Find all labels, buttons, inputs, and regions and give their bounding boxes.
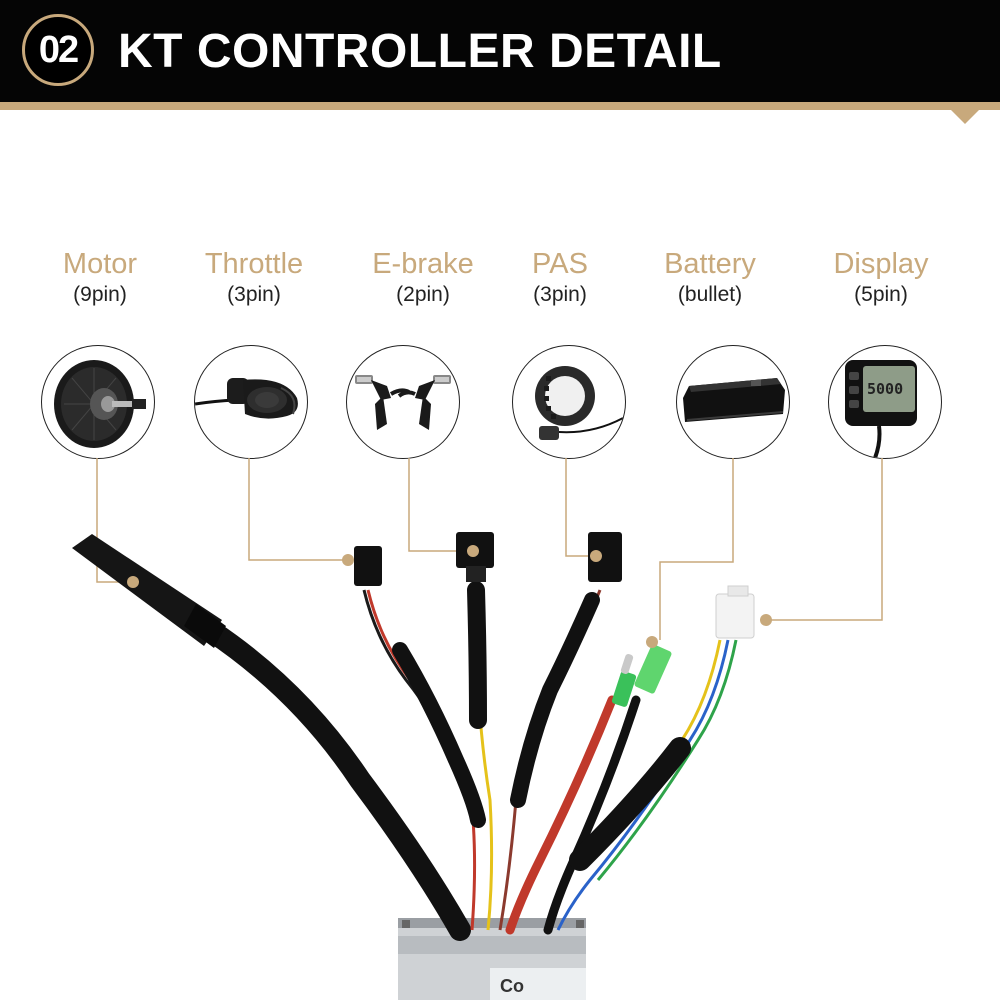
battery-pack-icon bbox=[676, 345, 790, 459]
controller-box: Co bbox=[398, 918, 586, 1000]
header-notch bbox=[951, 110, 979, 124]
connector-name-motor: Motor bbox=[62, 248, 138, 280]
svg-text:Co: Co bbox=[500, 976, 524, 996]
connector-spec-display: (5pin) bbox=[854, 283, 908, 306]
header-accent-strip bbox=[0, 102, 1000, 110]
section-number-badge: 02 bbox=[22, 14, 94, 86]
connector-spec-motor: (9pin) bbox=[73, 283, 127, 306]
connector-spec-battery: (bullet) bbox=[677, 283, 743, 306]
label-motor: Motor (9pin) bbox=[25, 246, 175, 308]
connector-name-pas: PAS bbox=[532, 248, 588, 280]
label-display: Display (5pin) bbox=[806, 246, 956, 308]
connector-name-e-brake: E-brake bbox=[372, 248, 474, 280]
hub-motor-icon bbox=[41, 345, 155, 459]
label-e-brake: E-brake (2pin) bbox=[348, 246, 498, 308]
connector-spec-e-brake: (2pin) bbox=[396, 283, 450, 306]
connector-spec-throttle: (3pin) bbox=[227, 283, 281, 306]
connector-name-throttle: Throttle bbox=[204, 248, 304, 280]
connector-name-display: Display bbox=[833, 248, 929, 280]
label-throttle: Throttle (3pin) bbox=[179, 246, 329, 308]
pas-sensor-icon bbox=[512, 345, 626, 459]
label-battery: Battery (bullet) bbox=[635, 246, 785, 308]
page-title: KT CONTROLLER DETAIL bbox=[118, 25, 722, 78]
header-bar bbox=[0, 0, 1000, 102]
connector-name-battery: Battery bbox=[664, 248, 756, 280]
lcd-display-icon: 5000 bbox=[828, 345, 942, 459]
brake-lever-icon bbox=[346, 345, 460, 459]
thumb-throttle-icon bbox=[194, 345, 308, 459]
connector-spec-pas: (3pin) bbox=[533, 283, 587, 306]
label-pas: PAS (3pin) bbox=[485, 246, 635, 308]
display-screen-reading: 5000 bbox=[867, 380, 903, 398]
